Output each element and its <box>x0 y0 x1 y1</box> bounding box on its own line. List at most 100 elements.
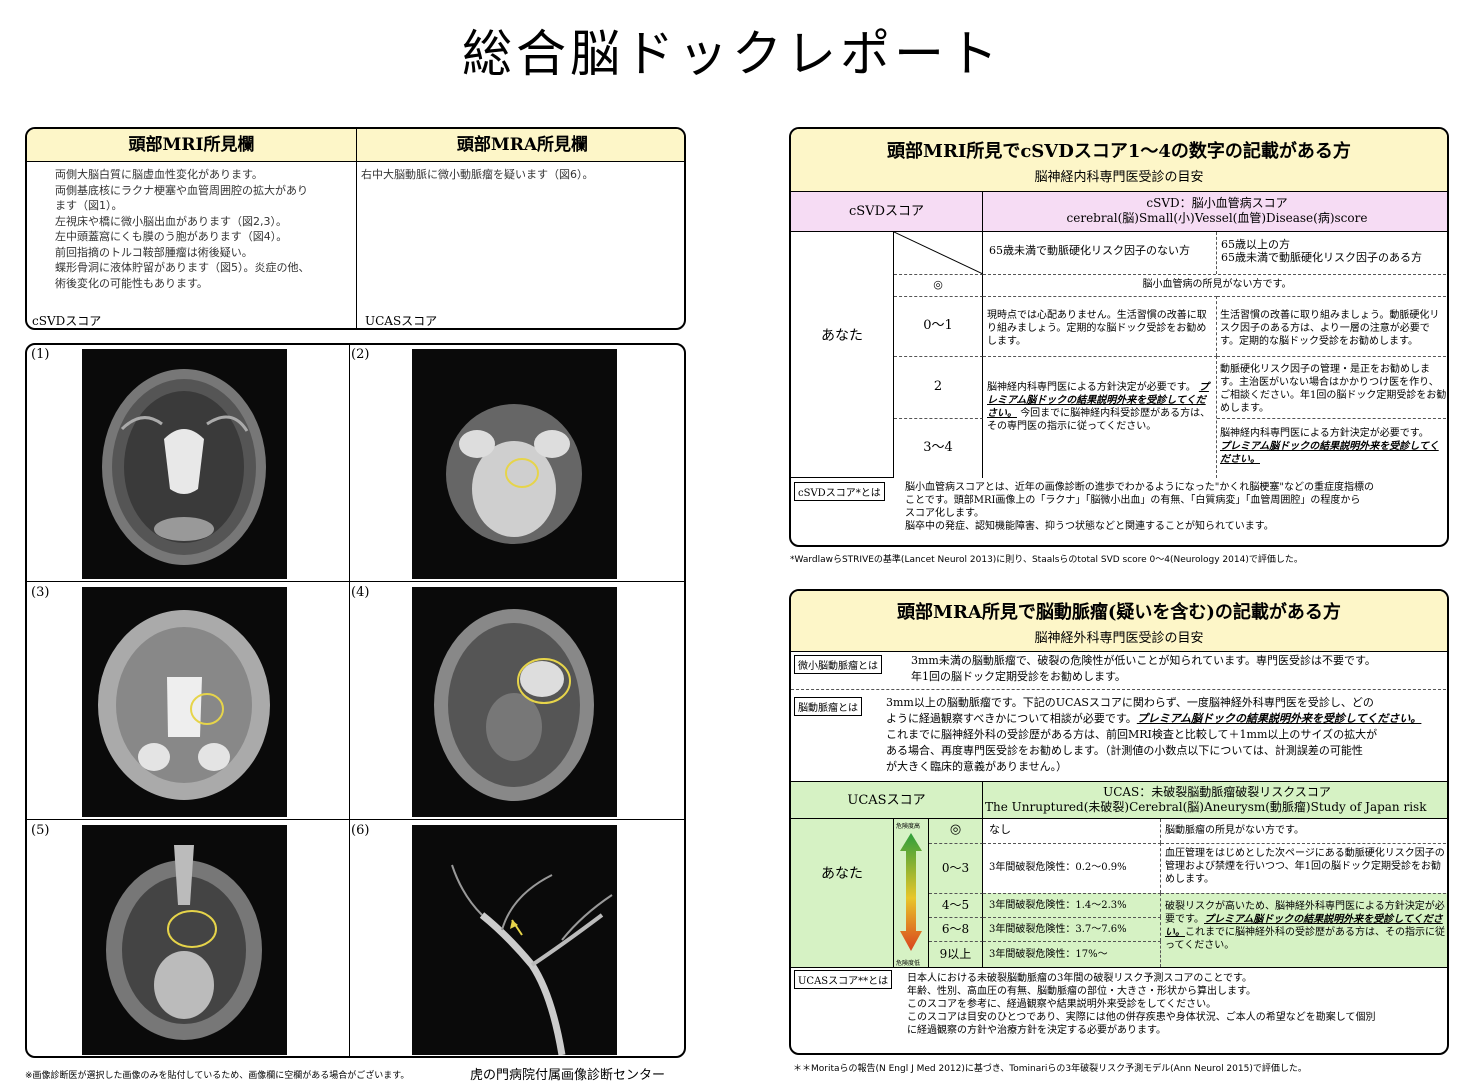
what-line: 年齢、性別、高血圧の有無、脳動脈瘤の部位・大きさ・形状から算出します。 <box>907 986 1256 997</box>
what-line: このスコアを参考に、経過観察や結果説明外来受診をしてください。 <box>907 999 1217 1010</box>
image-label-5: (5) <box>31 823 50 838</box>
grid-divider <box>349 345 350 1056</box>
image-label-1: (1) <box>31 347 50 362</box>
csvd-row-34-col2: 脳神経内科専門医による方針決定が必要です。 プレミアム脳ドックの結果説明外来を受… <box>1217 418 1447 478</box>
image-panel: (1) (2) (3) (4) (5) (6) <box>25 343 686 1058</box>
aneurysm-line: これまでに脳神経外科の受診歴がある方は、前回MRI検査と比較して＋1mm以上のサ… <box>886 728 1378 741</box>
result-clinic-emphasis: プレミアム脳ドックの結果説明外来を受診してください。 <box>1220 441 1439 465</box>
risk-gradient-arrow-icon <box>900 833 922 951</box>
ucas-guide-box: 頭部MRA所見で脳動脈瘤(疑いを含む)の記載がある方 脳神経外科専門医受診の目安… <box>789 589 1449 1055</box>
high-risk-text: これまでに脳神経外科の受診歴がある方は、その指示に従ってください。 <box>1165 927 1445 951</box>
csvd-footnote: *WardlawらSTRIVEの基準(Lancet Neurol 2013)に則… <box>790 555 1303 565</box>
ucas-what-text: 日本人における未破裂脳動脈瘤の3年間の破裂リスク予測スコアのことです。 年齢、性… <box>907 972 1447 1053</box>
ucas-row-none-text: 脳動脈瘤の所見がない方です。 <box>1165 825 1304 836</box>
mra-angiography-image-6 <box>412 825 617 1055</box>
aneurysm-line: が大きく臨床的意義がありません。） <box>886 760 1068 773</box>
mri-line: 左視床や橋に微小脳出血があります（図2,3）。 <box>55 214 287 228</box>
csvd-row-2-4-col1: 脳神経内科専門医による方針決定が必要です。 プレミアム脳ドックの結果説明外来を受… <box>983 356 1217 478</box>
ucas-definition: UCAS：未破裂脳動脈瘤破裂リスクスコア The Unruptured(未破裂)… <box>983 781 1447 819</box>
ucas-what-label: UCASスコア**とは <box>794 970 893 989</box>
mri-line: 左中頭蓋窩にくも膜のう胞があります（図4）。 <box>55 230 288 243</box>
csvd-row-34-label: 3～4 <box>894 418 983 478</box>
ucas-you-label: あなた <box>791 819 894 967</box>
what-line: ことです。頭部MRI画像上の「ラクナ」「脳微小出血」の有無、「白質病変」「血管周… <box>905 495 1361 506</box>
divider <box>791 967 1447 968</box>
ucas-row-03-risk: 3年間破裂危険性：0.2～0.9% <box>983 843 1161 893</box>
ucas-score-header: UCASスコア <box>791 781 983 819</box>
mri-findings-header: 頭部MRI所見欄 <box>27 129 356 162</box>
ucas-row-68-risk: 3年間破裂危険性：3.7～7.6% <box>983 917 1161 941</box>
findings-box: 頭部MRI所見欄 頭部MRA所見欄 両側大脳白質に脳虚血性変化があります。 両側… <box>25 127 686 330</box>
csvd-guide-header: 頭部MRI所見でcSVDスコア1～4の数字の記載がある方 脳神経内科専門医受診の… <box>791 129 1447 192</box>
ucas-row-45-risk: 3年間破裂危険性：1.4～2.3% <box>983 893 1161 917</box>
csvd-definition: cSVD：脳小血管病スコア cerebral(脳)Small(小)Vessel(… <box>983 192 1447 232</box>
page-title: 総合脳ドックレポート <box>462 25 1002 83</box>
csvd-col2-header: 65歳以上の方 65歳未満で動脈硬化リスク因子のある方 <box>1217 232 1447 274</box>
ucas-row-45-label: 4～5 <box>929 893 983 917</box>
result-clinic-emphasis: プレミアム脳ドックの結果説明外来を受診してください。 <box>987 382 1209 419</box>
mri-scan-image-2 <box>412 349 617 579</box>
ucas-score-label: UCASスコア <box>365 314 438 328</box>
csvd-what-text: 脳小血管病スコアとは、近年の画像診断の進歩でわかるようになった"かくれ脳梗塞"な… <box>905 481 1445 545</box>
aneurysm-line: 3mm以上の脳動脈瘤です。下記のUCASスコアに関わらず、一度脳神経外科専門医を… <box>886 696 1374 709</box>
grid-divider <box>27 581 684 582</box>
divider <box>791 689 1447 691</box>
diagonal-header-cell <box>894 232 983 274</box>
grid-divider <box>27 819 684 820</box>
result-clinic-emphasis: プレミアム脳ドックの結果説明外来を受診してください。 <box>1165 914 1443 938</box>
csvd-row-01-col1: 現時点では心配ありません。生活習慣の改善に取り組みましょう。定期的な脳ドック受診… <box>983 296 1217 356</box>
col2-header-line: 65歳未満で動脈硬化リスク因子のある方 <box>1221 251 1422 264</box>
ucas-definition-title: UCAS：未破裂脳動脈瘤破裂リスクスコア <box>1103 785 1331 799</box>
csvd-row-2-label: 2 <box>894 356 983 418</box>
mri-line: 術後変化の可能性もあります。 <box>55 276 208 290</box>
ucas-guide-header: 頭部MRA所見で脳動脈瘤(疑いを含む)の記載がある方 脳神経外科専門医受診の目安 <box>791 591 1447 652</box>
ucas-footnote: ＊＊Moritaらの報告(N Engl J Med 2012)に基づき、Tomi… <box>793 1064 1307 1074</box>
csvd-guide-subtitle: 脳神経内科専門医受診の目安 <box>1034 170 1204 185</box>
what-line: このスコアは目安のひとつであり、実際には他の併存疾患や身体状況、ご本人の希望など… <box>907 1012 1376 1023</box>
imaging-center-name: 虎の門病院付属画像診断センター <box>470 1068 666 1083</box>
mri-line: 両側大脳白質に脳虚血性変化があります。 <box>55 168 263 181</box>
risk-high-label: 危険度高 <box>896 823 921 830</box>
ucas-guide-subtitle: 脳神経外科専門医受診の目安 <box>1034 631 1204 646</box>
what-line: スコア化します。 <box>905 508 984 519</box>
mra-findings-text: 右中大脳動脈に微小動脈瘤を疑います（図6）。 <box>361 168 594 181</box>
csvd-definition-title: cSVD：脳小血管病スコア <box>1146 196 1288 210</box>
ucas-row-none-label: ◎ <box>929 819 983 843</box>
risk-arrow-column: 危険度高 危険度低 <box>894 819 929 967</box>
csvd-row-01-col2: 生活習慣の改善に取り組みましょう。動脈硬化リスク因子のある方は、より一層の注意が… <box>1217 296 1447 356</box>
csvd-row-none-label: ◎ <box>894 274 983 296</box>
micro-line: 年1回の脳ドック定期受診をお勧めします。 <box>911 670 1126 683</box>
risk-low-label: 危険度低 <box>896 960 921 967</box>
result-clinic-emphasis: プレミアム脳ドックの結果説明外来を受診してください。 <box>1136 712 1422 725</box>
aneurysm-label: 脳動脈瘤とは <box>794 697 862 716</box>
csvd-guide-title: 頭部MRI所見でcSVDスコア1～4の数字の記載がある方 <box>887 141 1351 162</box>
column-divider <box>356 129 357 328</box>
ucas-row-9-risk: 3年間破裂危険性：17%～ <box>983 941 1161 967</box>
image-label-6: (6) <box>351 823 370 838</box>
col2-header-line: 65歳以上の方 <box>1221 238 1290 251</box>
micro-line: 3mm未満の脳動脈瘤で、破裂の危険性が低いことが知られています。専門医受診は不要… <box>911 654 1376 667</box>
aneurysm-line: ように経過観察すべきかについて相談が必要です。 <box>886 712 1137 725</box>
mri-findings-text: 両側大脳白質に脳虚血性変化があります。 両側基底核にラクナ梗塞や血管周囲腔の拡大… <box>55 167 351 291</box>
ucas-guide-title: 頭部MRA所見で脳動脈瘤(疑いを含む)の記載がある方 <box>897 602 1341 623</box>
mri-scan-image-1 <box>82 349 287 579</box>
micro-aneurysm-text: 3mm未満の脳動脈瘤で、破裂の危険性が低いことが知られています。専門医受診は不要… <box>911 653 1446 687</box>
mri-line: 前回指摘のトルコ鞍部腫瘤は術後疑い。 <box>55 245 253 259</box>
mri-line: ます（図1）。 <box>55 199 123 212</box>
mra-findings-header: 頭部MRA所見欄 <box>357 129 684 162</box>
ucas-definition-sub: The Unruptured(未破裂)Cerebral(脳)Aneurysm(動… <box>985 800 1427 818</box>
csvd-guide-box: 頭部MRI所見でcSVDスコア1～4の数字の記載がある方 脳神経内科専門医受診の… <box>789 127 1449 547</box>
what-line: 脳卒中の発症、認知機能障害、抑うつ状態などと関連することが知られています。 <box>905 521 1274 532</box>
ucas-row-03-text: 血圧管理をはじめとした次ページにある動脈硬化リスク因子の管理および禁煙を行いつつ… <box>1161 843 1447 893</box>
csvd-what-label: cSVDスコア*とは <box>794 482 885 501</box>
ucas-row-03-label: 0～3 <box>929 843 983 893</box>
ucas-high-risk-text: 破裂リスクが高いため、脳神経外科専門医による方針決定が必要です。プレミアム脳ドッ… <box>1161 893 1447 967</box>
high-risk-text: 破裂リスクが高いため、脳神経外科専門医による方針決定が必要です。 <box>1165 901 1445 925</box>
mid-text: 脳神経内科専門医による方針決定が必要です。 <box>987 382 1196 393</box>
csvd-row-none-text: 脳小血管病の所見がない方です。 <box>983 274 1447 296</box>
image-label-4: (4) <box>351 585 370 600</box>
row34-col2-text: 脳神経内科専門医による方針決定が必要です。 <box>1220 428 1429 439</box>
csvd-row-01-label: 0～1 <box>894 296 983 356</box>
csvd-col1-header: 65歳未満で動脈硬化リスク因子のない方 <box>983 232 1217 274</box>
csvd-row-2-col2: 動脈硬化リスク因子の管理・是正をお勧めします。主治医がいない場合はかかりつけ医を… <box>1217 356 1447 418</box>
